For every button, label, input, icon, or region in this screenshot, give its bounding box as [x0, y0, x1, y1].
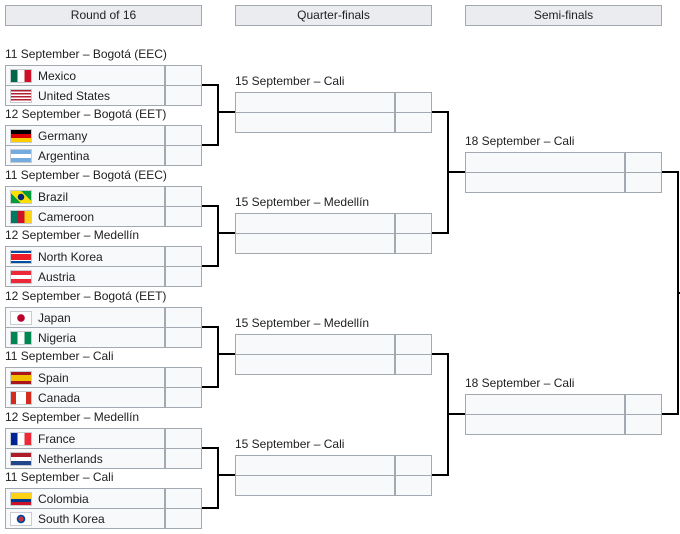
sf-slot-row-name-cell: [465, 172, 625, 193]
flag-argentina-icon: [10, 148, 32, 163]
team-name: North Korea: [38, 249, 103, 264]
r16-connector: [202, 447, 219, 509]
sf-slot-row-name-cell: [465, 414, 625, 435]
r16-connector: [202, 84, 219, 146]
flag-france-icon: [10, 431, 32, 446]
r16-match-date: 11 September – Cali: [5, 470, 114, 484]
header-round-of-16: Round of 16: [5, 5, 202, 26]
qf-match-date: 15 September – Cali: [235, 74, 345, 88]
flag-nigeria-icon: [10, 330, 32, 345]
flag-spain-icon: [10, 370, 32, 385]
qf-slot-row-score-cell: [395, 112, 432, 133]
r16-match-date: 11 September – Bogotá (EEC): [5, 168, 167, 182]
team-name: Germany: [38, 128, 88, 143]
r16-team-row-score-cell: [165, 508, 202, 529]
sf-slot-row-score-cell: [625, 172, 662, 193]
r16-team-row-score-cell: [165, 387, 202, 408]
sf-match-date: 18 September – Cali: [465, 376, 575, 390]
qf-slot-row-name-cell: [235, 112, 395, 133]
qf-match-date: 15 September – Cali: [235, 437, 345, 451]
r16-match-date: 12 September – Medellín: [5, 410, 140, 424]
team-name: Austria: [38, 269, 76, 284]
team-name: Mexico: [38, 68, 77, 83]
flag-mexico-icon: [10, 68, 32, 83]
flag-south-korea-icon: [10, 511, 32, 526]
r16-team-row-name-cell: South Korea: [5, 508, 165, 529]
header-semi-finals: Semi-finals: [465, 5, 662, 26]
team-name: Colombia: [38, 491, 89, 506]
qf-match-date: 15 September – Medellín: [235, 316, 370, 330]
r16-match-date: 12 September – Bogotá (EET): [5, 107, 167, 121]
flag-netherlands-icon: [10, 451, 32, 466]
team-name: Brazil: [38, 189, 69, 204]
flag-germany-icon: [10, 128, 32, 143]
qf-slot-row-score-cell: [395, 475, 432, 496]
r16-match-date: 11 September – Bogotá (EEC): [5, 47, 167, 61]
r16-match-date: 12 September – Bogotá (EET): [5, 289, 167, 303]
qf-slot-row-name-cell: [235, 475, 395, 496]
r16-team-row-score-cell: [165, 145, 202, 166]
flag-canada-icon: [10, 390, 32, 405]
qf-match-date: 15 September – Medellín: [235, 195, 370, 209]
flag-japan-icon: [10, 310, 32, 325]
sf-match-date: 18 September – Cali: [465, 134, 575, 148]
qf-slot-row-name-cell: [235, 354, 395, 375]
r16-team-row-score-cell: [165, 327, 202, 348]
r16-match-date: 11 September – Cali: [5, 349, 114, 363]
header-quarter-finals: Quarter-finals: [235, 5, 432, 26]
r16-team-row-score-cell: [165, 85, 202, 106]
r16-team-row-name-cell: Cameroon: [5, 206, 165, 227]
team-name: United States: [38, 88, 111, 103]
sf-connector: [662, 171, 679, 415]
flag-austria-icon: [10, 269, 32, 284]
team-name: Nigeria: [38, 330, 77, 345]
r16-match-date: 12 September – Medellín: [5, 228, 140, 242]
team-name: Cameroon: [38, 209, 95, 224]
r16-team-row-name-cell: France: [5, 428, 165, 449]
flag-usa-icon: [10, 88, 32, 103]
team-name: France: [38, 431, 76, 446]
team-name: Japan: [38, 310, 71, 325]
qf-slot-row-score-cell: [395, 354, 432, 375]
r16-team-row-score-cell: [165, 206, 202, 227]
r16-connector: [202, 205, 219, 267]
r16-team-row-score-cell: [165, 448, 202, 469]
team-name: Netherlands: [38, 451, 103, 466]
r16-team-row-name-cell: Nigeria: [5, 327, 165, 348]
flag-brazil-icon: [10, 189, 32, 204]
team-name: Argentina: [38, 148, 90, 163]
qf-slot-row-name-cell: [235, 233, 395, 254]
sf-slot-row-score-cell: [625, 414, 662, 435]
team-name: Spain: [38, 370, 69, 385]
r16-team-row-name-cell: Colombia: [5, 488, 165, 509]
flag-north-korea-icon: [10, 249, 32, 264]
r16-team-row-name-cell: United States: [5, 85, 165, 106]
r16-connector: [202, 326, 219, 388]
r16-team-row-name-cell: Canada: [5, 387, 165, 408]
r16-team-row-name-cell: Austria: [5, 266, 165, 287]
qf-slot-row-score-cell: [395, 233, 432, 254]
flag-colombia-icon: [10, 491, 32, 506]
qf-connector: [432, 353, 449, 476]
flag-cameroon-icon: [10, 209, 32, 224]
r16-team-row-name-cell: Netherlands: [5, 448, 165, 469]
r16-team-row-name-cell: Argentina: [5, 145, 165, 166]
r16-team-row-score-cell: [165, 266, 202, 287]
team-name: South Korea: [38, 511, 105, 526]
qf-connector: [432, 111, 449, 234]
team-name: Canada: [38, 390, 81, 405]
